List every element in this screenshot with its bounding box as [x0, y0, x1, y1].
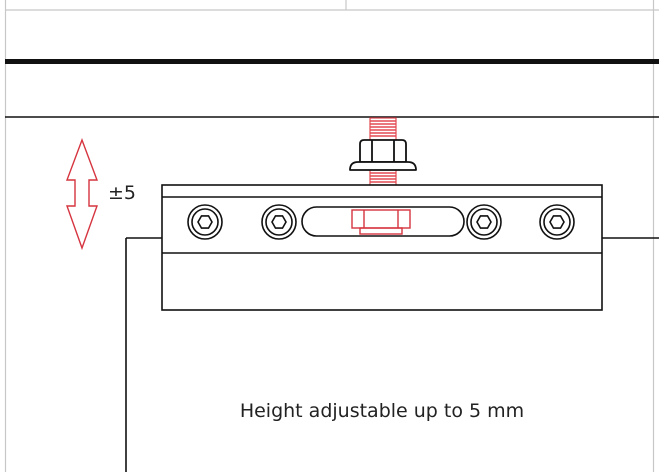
- bolt-3: [466, 204, 502, 240]
- hex-flange-nut-icon: [349, 139, 417, 171]
- tolerance-label: ±5: [108, 182, 136, 204]
- bolt-1: [187, 204, 223, 240]
- adjustment-slot: [301, 206, 465, 237]
- mounting-bracket: [125, 184, 659, 472]
- slot-nut-outline: [351, 209, 411, 235]
- bolt-2: [261, 204, 297, 240]
- caption: Height adjustable up to 5 mm: [240, 400, 524, 422]
- bolt-4: [539, 204, 575, 240]
- frame: [4, 0, 659, 472]
- vertical-double-arrow-icon: [65, 138, 99, 251]
- top-beam-line: [5, 59, 659, 64]
- threaded-rod: [369, 117, 397, 186]
